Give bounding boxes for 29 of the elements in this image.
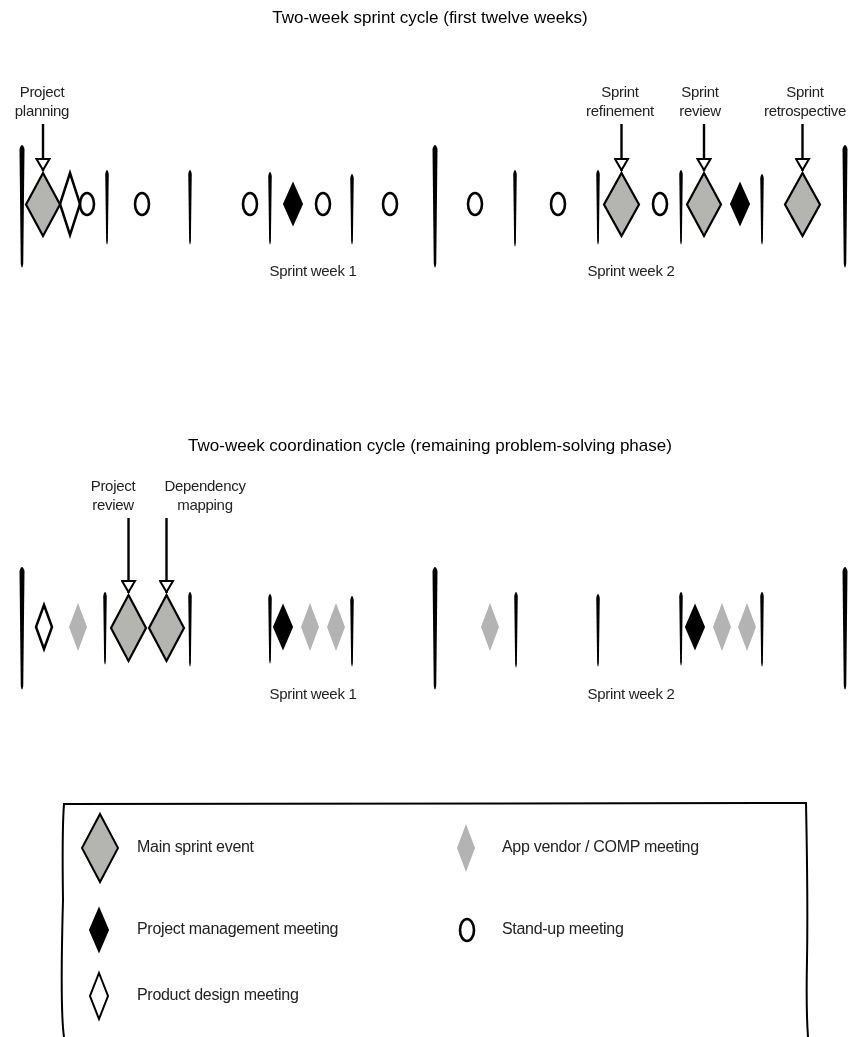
callout-label: Project planning <box>13 82 71 120</box>
sprint-event-diamond <box>148 594 185 662</box>
legend-label: Main sprint event <box>137 838 254 856</box>
callout-label: Sprint retrospective <box>763 82 847 120</box>
arrow <box>696 124 712 171</box>
callout-label: Dependency mapping <box>163 476 247 514</box>
week-label: Sprint week 2 <box>587 685 675 702</box>
callout-label: Project review <box>89 476 137 514</box>
legend-label: Product design meeting <box>137 986 299 1004</box>
sprint-event-diamond <box>686 172 722 237</box>
callout-label: Sprint review <box>678 82 722 120</box>
arrow <box>614 124 629 171</box>
week-label: Sprint week 1 <box>269 262 357 279</box>
section-heading: Two-week coordination cycle (remaining problem-solving phase) <box>188 436 672 456</box>
callout-label: Sprint refinement <box>585 82 655 120</box>
legend-label: Stand-up meeting <box>502 920 624 938</box>
legend-label: App vendor / COMP meeting <box>502 838 699 856</box>
arrow <box>35 124 51 171</box>
sprint-event-diamond <box>25 172 61 237</box>
arrow <box>159 518 174 593</box>
sprint-event-diamond <box>110 594 147 662</box>
sprint-event-diamond <box>603 172 640 237</box>
arrow <box>121 518 136 593</box>
legend-label: Project management meeting <box>137 920 339 938</box>
week-label: Sprint week 1 <box>269 685 357 702</box>
diagram-title: Two-week sprint cycle (first twelve weeks) <box>271 8 589 28</box>
sprint-event-diamond <box>784 172 821 237</box>
week-label: Sprint week 2 <box>587 262 675 279</box>
arrow <box>795 124 810 171</box>
